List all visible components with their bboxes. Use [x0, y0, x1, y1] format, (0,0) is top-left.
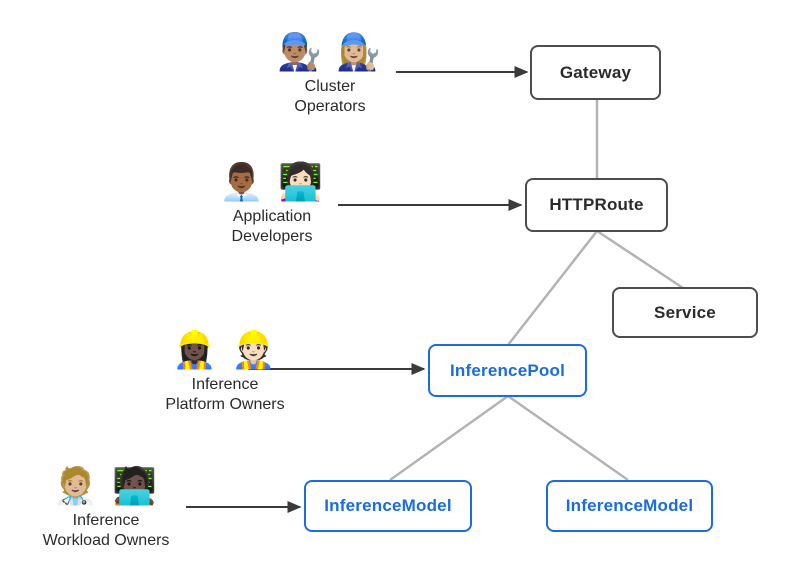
persona-application-developers: 👨🏾‍💼 👩🏻‍💻 Application Developers [219, 160, 325, 246]
node-gateway-label: Gateway [559, 62, 632, 82]
node-service: Service [612, 287, 758, 338]
connector-httproute-service [596, 229, 684, 290]
connector-inferencepool-inferencemodel-left [389, 394, 509, 482]
cluster-operators-label-line1: Cluster [304, 78, 356, 95]
persona-inference-platform-owners: 👷🏿‍♀️ 👷🏻 Inference Platform Owners [165, 328, 284, 414]
node-service-label: Service [654, 302, 716, 322]
inference-platform-owners-label: Inference Platform Owners [165, 375, 284, 414]
node-inferencemodel-right-label: InferenceModel [565, 496, 694, 515]
application-developers-label-line1: Application [232, 208, 312, 225]
application-developers-label-line2: Developers [231, 227, 313, 245]
application-developers-label: Application Developers [219, 207, 325, 246]
inference-platform-owners-label-line2: Platform Owners [165, 395, 285, 413]
persona-inference-workload-owners: 🧑🏼‍⚕️ 🧑🏿‍💻 Inference Workload Owners [43, 464, 170, 550]
inference-workload-owners-label: Inference Workload Owners [43, 511, 170, 550]
node-httproute: HTTPRoute [525, 178, 668, 232]
node-httproute-label: HTTPRoute [549, 195, 644, 214]
cluster-operators-emoji-icon: 👨🏽‍🔧 👩🏼‍🔧 [277, 31, 383, 72]
cluster-operators-label: Cluster Operators [277, 77, 383, 116]
inference-workload-owners-label-line1: Inference [72, 512, 140, 529]
node-inferencemodel-left-label: InferenceModel [324, 496, 452, 515]
node-inferencemodel-right: InferenceModel [546, 480, 713, 532]
connector-inferencepool-inferencemodel-right [507, 394, 629, 482]
persona-cluster-operators: 👨🏽‍🔧 👩🏼‍🔧 Cluster Operators [277, 30, 383, 116]
inference-platform-owners-emoji-icon: 👷🏿‍♀️ 👷🏻 [172, 329, 278, 370]
node-gateway: Gateway [530, 45, 661, 100]
connector-httproute-inferencepool [507, 230, 598, 346]
application-developers-emoji-icon: 👨🏾‍💼 👩🏻‍💻 [219, 161, 325, 202]
inference-workload-owners-emoji-icon: 🧑🏼‍⚕️ 🧑🏿‍💻 [53, 465, 159, 506]
cluster-operators-label-line2: Operators [294, 97, 366, 115]
node-inferencepool: InferencePool [428, 344, 587, 397]
inference-platform-owners-label-line1: Inference [191, 376, 259, 393]
node-inferencepool-label: InferencePool [449, 360, 566, 380]
node-inferencemodel-left: InferenceModel [304, 480, 472, 532]
inference-workload-owners-label-line2: Workload Owners [42, 531, 170, 549]
